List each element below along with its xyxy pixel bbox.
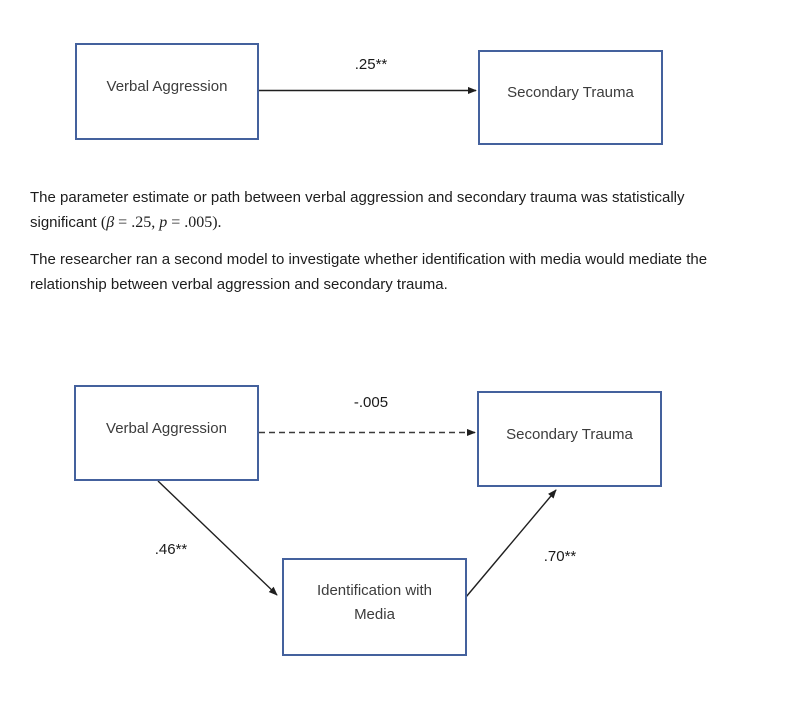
a-path-arrow-model2 [157, 480, 278, 596]
p-value: = .005). [167, 214, 222, 231]
paragraph1-line2-prefix: significant [30, 214, 101, 231]
secondary-trauma-box-model1: Secondary Trauma [478, 50, 663, 145]
mediator-label-line2: Media [354, 605, 395, 623]
verbal-aggression-label-model2: Verbal Aggression [106, 419, 227, 437]
stat-open-paren: ( [100, 214, 107, 231]
verbal-aggression-box-model2: Verbal Aggression [74, 385, 259, 481]
secondary-trauma-box-model2: Secondary Trauma [477, 391, 662, 487]
b-path-arrow-model2 [465, 489, 557, 598]
paragraph-significance: The parameter estimate or path between v… [30, 185, 685, 235]
path-coefficient-model1: .25** [354, 56, 388, 73]
paragraph2-line2: relationship between verbal aggression a… [30, 276, 448, 293]
a-path-coefficient-model2: .46** [154, 541, 188, 558]
secondary-trauma-label-model1: Secondary Trauma [507, 84, 634, 101]
verbal-aggression-label-model1: Verbal Aggression [106, 78, 228, 95]
beta-symbol: β [106, 214, 115, 231]
b-path-coefficient-model2: .70** [543, 548, 577, 565]
direct-path-coefficient-model2: -.005 [353, 394, 389, 411]
p-symbol: p [159, 214, 168, 231]
paragraph2-line1: The researcher ran a second model to inv… [30, 251, 708, 268]
identification-with-media-box: Identification with Media [282, 558, 467, 656]
paragraph1-line1: The parameter estimate or path between v… [30, 189, 685, 206]
verbal-aggression-box-model1: Verbal Aggression [75, 43, 259, 140]
mediator-label-line1: Identification with [316, 581, 433, 599]
identification-with-media-label: Identification with Media [317, 579, 432, 627]
paragraph-second-model: The researcher ran a second model to inv… [30, 247, 707, 297]
secondary-trauma-label-model2: Secondary Trauma [506, 425, 633, 443]
beta-value: = .25, [114, 214, 160, 231]
